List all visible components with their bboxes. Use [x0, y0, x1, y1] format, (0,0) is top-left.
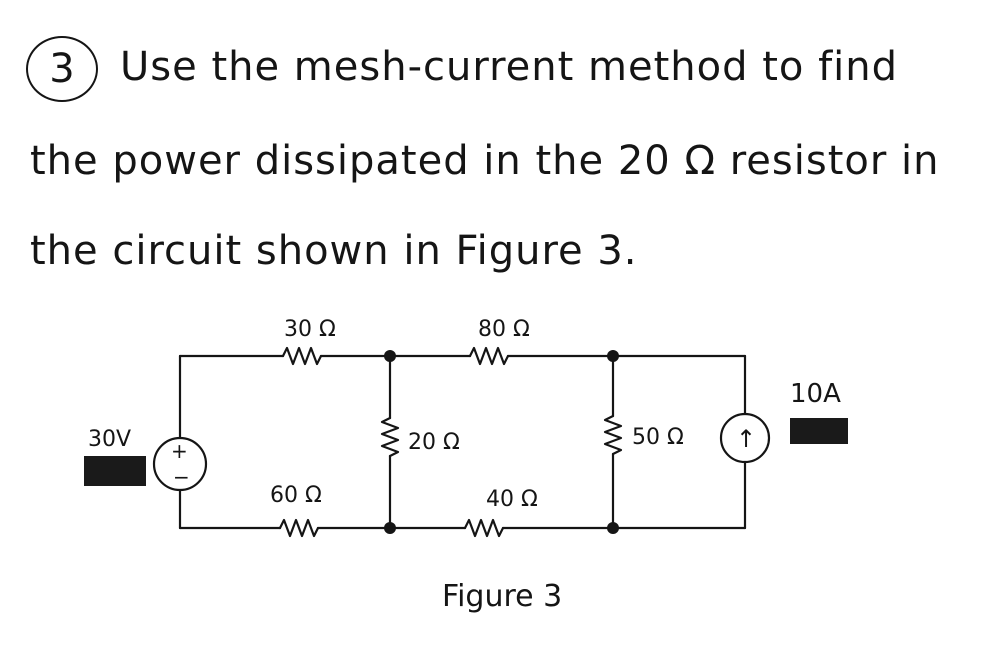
- resistor-20-ohm: [380, 416, 400, 458]
- resistor-30-ohm: [281, 346, 323, 366]
- problem-number-circle: [26, 36, 98, 102]
- label-voltage-source: 30V: [88, 427, 131, 452]
- resistor-80-ohm: [468, 346, 510, 366]
- problem-text-line-1: Use the mesh-current method to find: [120, 44, 899, 90]
- node-top-right: [607, 350, 619, 362]
- node-bottom-middle: [384, 522, 396, 534]
- problem-text-line-3: the circuit shown in Figure 3.: [30, 228, 638, 274]
- label-40-ohm: 40 Ω: [486, 487, 538, 512]
- label-current-source: 10A: [790, 379, 841, 409]
- redaction-block-left: [84, 456, 146, 486]
- problem-text-line-2: the power dissipated in the 20 Ω resisto…: [30, 138, 940, 184]
- label-30-ohm: 30 Ω: [284, 317, 336, 342]
- resistor-40-ohm: [463, 518, 505, 538]
- redaction-block-right: [790, 418, 848, 444]
- resistor-50-ohm: [603, 414, 623, 456]
- problem-number: 3: [49, 46, 75, 92]
- current-source-arrow-icon: ↑: [736, 425, 756, 453]
- resistor-60-ohm: [278, 518, 320, 538]
- label-60-ohm: 60 Ω: [270, 483, 322, 508]
- current-source-symbol: [719, 412, 771, 464]
- label-80-ohm: 80 Ω: [478, 317, 530, 342]
- voltage-source-minus: −: [173, 465, 190, 489]
- voltage-source-plus: +: [171, 439, 188, 463]
- figure-caption: Figure 3: [442, 579, 562, 614]
- node-bottom-right: [607, 522, 619, 534]
- voltage-source-symbol: [152, 436, 208, 492]
- label-50-ohm: 50 Ω: [632, 425, 684, 450]
- node-top-middle: [384, 350, 396, 362]
- label-20-ohm: 20 Ω: [408, 430, 460, 455]
